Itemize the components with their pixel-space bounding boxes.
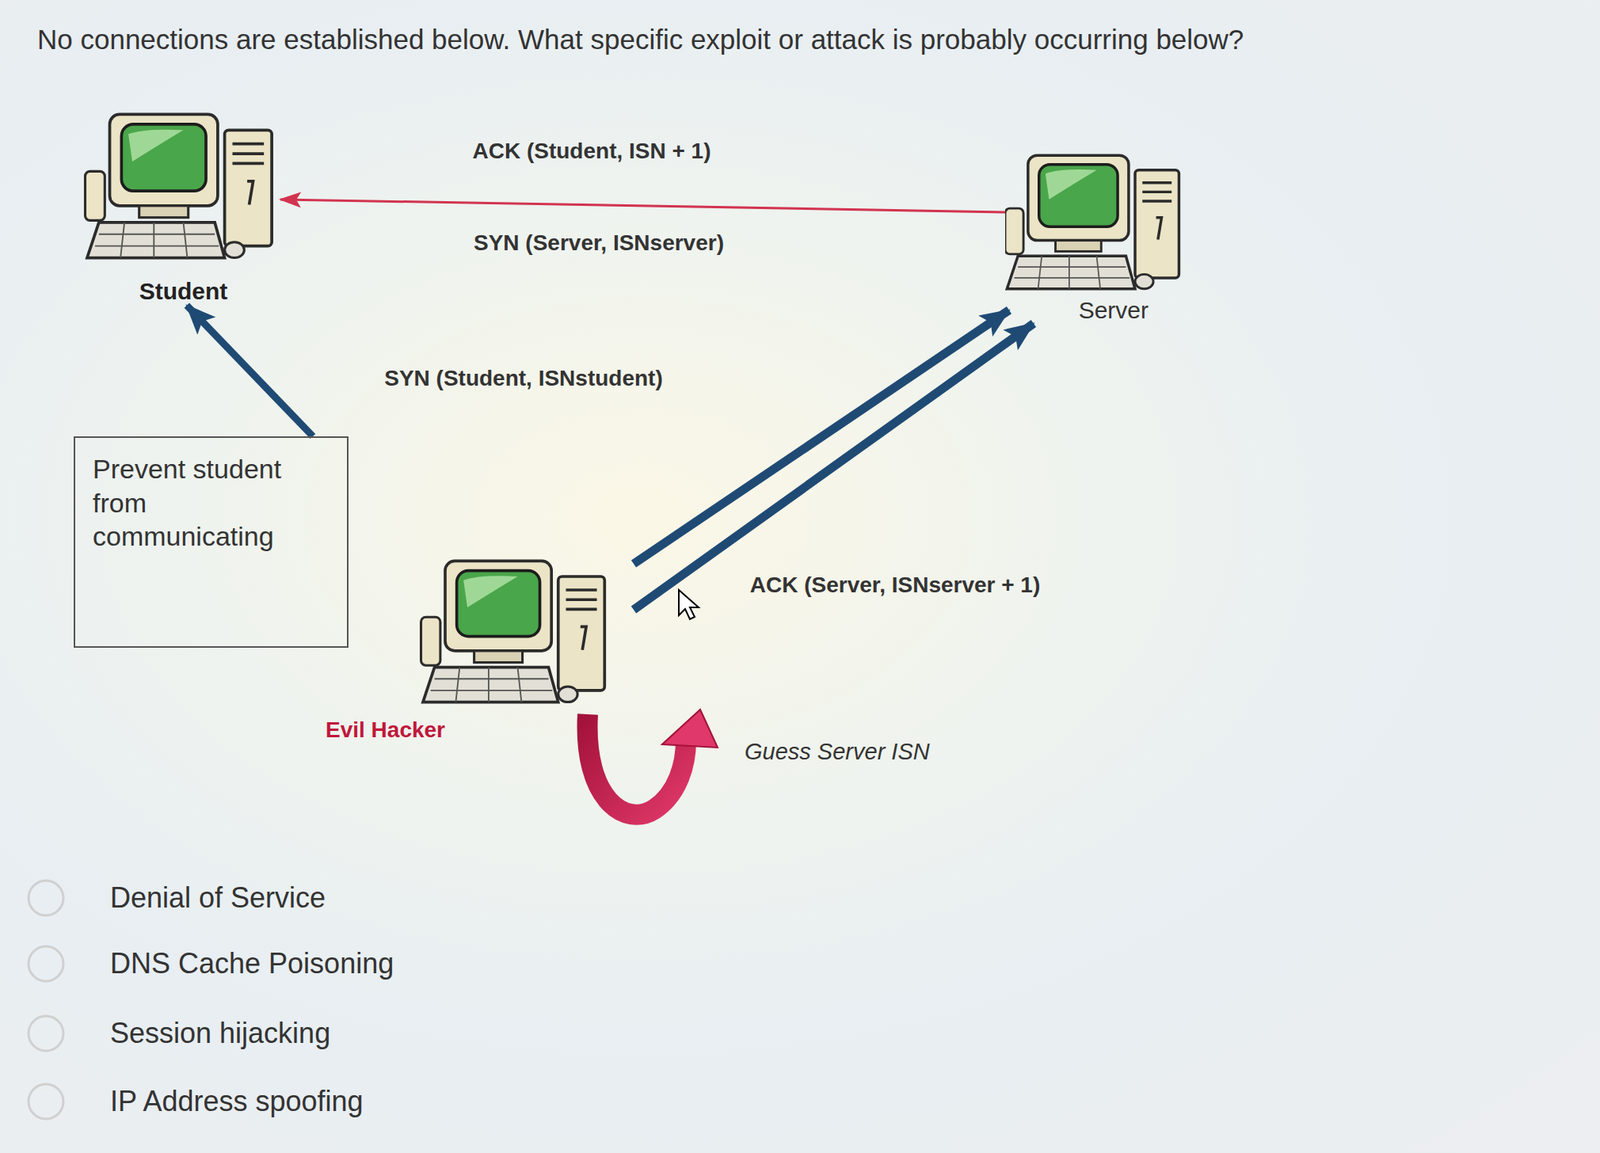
answer-option: Session hijacking <box>110 1017 331 1051</box>
hacker-computer <box>421 560 606 702</box>
answer-option: Denial of Service <box>110 881 326 915</box>
spoofed-packet-arrow <box>633 323 1034 610</box>
computer-node: Student <box>81 112 286 309</box>
answer-option: IP Address spoofing <box>110 1085 364 1119</box>
radio-button <box>28 1084 64 1120</box>
node-text: Prevent student from communicating <box>92 452 332 554</box>
student-computer <box>85 114 273 258</box>
node-text: Student <box>139 276 229 307</box>
block-arrow <box>186 305 313 437</box>
radio-button <box>28 946 64 982</box>
packet-arrow <box>280 199 1006 213</box>
question-title: No connections are established below. Wh… <box>37 23 1244 56</box>
radio-button <box>28 880 64 916</box>
packet-label: ACK (Student, ISN + 1) <box>472 138 711 164</box>
spoofed-packet-arrow <box>633 310 1010 564</box>
radio-button <box>28 1016 64 1052</box>
note-box: Prevent student from communicating <box>73 436 349 648</box>
mouse-cursor <box>678 590 699 620</box>
answer-option: DNS Cache Poisoning <box>110 947 394 981</box>
node-text: Server <box>1078 295 1149 326</box>
packet-label: SYN (Student, ISNstudent) <box>384 365 663 392</box>
loop-arrow <box>587 714 686 816</box>
packet-label: ACK (Server, ISNserver + 1) <box>750 572 1041 599</box>
loop-arrowhead <box>662 709 718 748</box>
server-computer <box>1005 155 1179 290</box>
computer-node: Evil Hacker <box>320 554 634 749</box>
node-text: Evil Hacker <box>325 716 446 744</box>
computer-node: Server <box>1005 148 1189 327</box>
packet-label: SYN (Server, ISNserver) <box>473 230 724 256</box>
step-note: Guess Server ISN <box>744 739 930 766</box>
